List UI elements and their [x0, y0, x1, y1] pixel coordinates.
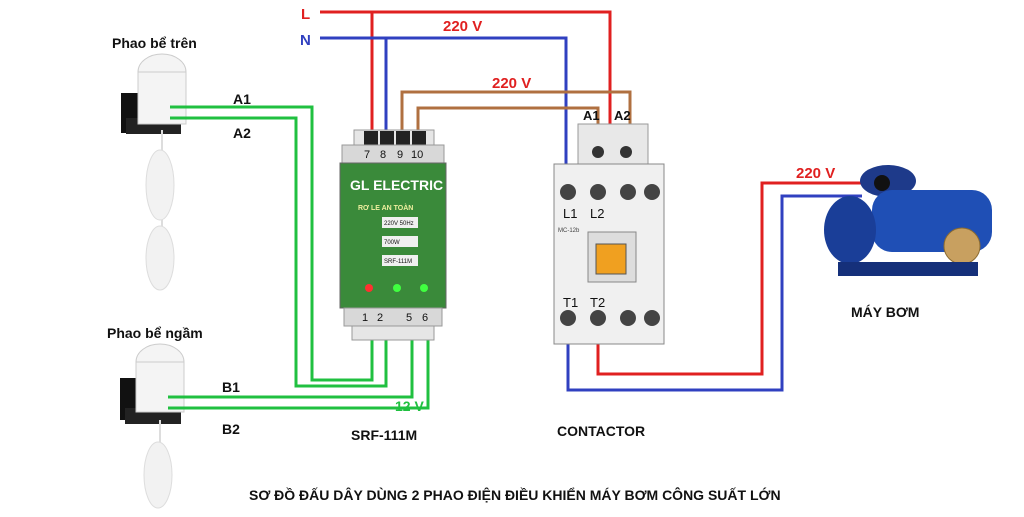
pump-brass-outlet	[943, 227, 981, 265]
relay-term-7: 7	[364, 149, 370, 161]
wire-pump-neutral	[566, 194, 862, 392]
lower-float-weight	[143, 441, 173, 509]
contactor-label: CONTACTOR	[557, 423, 645, 439]
relay-subtitle: RƠ LE AN TOÀN	[358, 203, 413, 212]
terminal-screw	[412, 131, 426, 145]
relay-term-10: 10	[411, 149, 423, 161]
wire-a2	[170, 116, 388, 388]
pump-label: MÁY BƠM	[851, 304, 919, 320]
relay-led-power	[365, 284, 373, 292]
coil-terminal-screw	[592, 146, 604, 158]
relay-model-label: SRF-111M	[351, 427, 417, 443]
contactor-load-screw	[620, 310, 636, 326]
coil-voltage-label: 220 V	[492, 75, 531, 92]
footer-caption: SƠ ĐỒ ĐẤU DÂY DÙNG 2 PHAO ĐIỆN ĐIỀU KHIỂ…	[249, 486, 781, 503]
relay-top-screws	[364, 131, 426, 145]
wire-coil-a1	[416, 106, 600, 152]
contactor-model: MC-12b	[558, 228, 580, 234]
relay-term-6: 6	[422, 312, 428, 324]
contactor-load-screw	[560, 310, 576, 326]
relay-top-label-strip	[341, 144, 445, 164]
relay-spec1: 220V 50Hz	[384, 221, 414, 227]
contactor-plunger	[595, 243, 627, 275]
wire-label-a1: A1	[233, 91, 251, 107]
relay-term-1: 1	[362, 312, 368, 324]
float-voltage-label: 12 V	[395, 398, 424, 414]
relay-term-5: 5	[406, 312, 412, 324]
terminal-screw	[396, 131, 410, 145]
contactor-coil-a1: A1	[583, 108, 600, 123]
relay-spec3-box	[382, 255, 418, 266]
pump-base	[838, 262, 978, 276]
upper-float-title: Phao bể trên	[112, 35, 197, 51]
contactor-line-screw	[644, 184, 660, 200]
lower-float-switch	[120, 343, 185, 509]
relay-bottom-terminal-block	[351, 325, 435, 341]
relay-body	[339, 162, 447, 309]
contactor-t1: T1	[563, 295, 578, 310]
coil-terminal-screw	[620, 146, 632, 158]
wire-b1	[168, 325, 414, 399]
pump-port	[874, 175, 890, 191]
upper-float-weight-2	[145, 225, 175, 291]
relay-term-9: 9	[397, 149, 403, 161]
relay-led-float1	[393, 284, 401, 292]
wire-neutral-main	[320, 36, 568, 192]
terminal-screw	[380, 131, 394, 145]
terminal-screw	[364, 131, 378, 145]
contactor-coil-a2: A2	[614, 108, 631, 123]
relay-brand: GL ELECTRIC	[350, 177, 443, 193]
wire-label-b1: B1	[222, 379, 240, 395]
relay-term-8: 8	[380, 149, 386, 161]
wire-label-a2: A2	[233, 125, 251, 141]
relay-term-2: 2	[377, 312, 383, 324]
contactor-line-screw	[590, 184, 606, 200]
contactor-t2: T2	[590, 295, 605, 310]
neutral-line-label: N	[300, 32, 311, 49]
contactor: A1 A2 L1 L2 MC-12b T1 T2 CONTACTOR	[553, 108, 665, 439]
upper-float-body	[137, 71, 187, 125]
upper-float-switch	[121, 53, 187, 291]
wire-label-b2: B2	[222, 421, 240, 437]
mains-voltage-label: 220 V	[443, 18, 482, 35]
wire-b2	[168, 325, 430, 410]
water-pump: MÁY BƠM	[824, 165, 992, 320]
relay-led-float2	[420, 284, 428, 292]
contactor-load-screw	[590, 310, 606, 326]
lower-float-body	[135, 361, 185, 413]
wire-a1	[170, 105, 374, 382]
relay-spec2-box	[382, 236, 418, 247]
relay-srf-111m: 7 8 9 10 GL ELECTRIC RƠ LE AN TOÀN 220V …	[339, 129, 447, 443]
wire-pump-live	[596, 181, 862, 376]
pump-voltage-label: 220 V	[796, 165, 835, 182]
relay-spec2: 700W	[384, 240, 400, 246]
lower-float-title: Phao bể ngầm	[107, 325, 203, 341]
contactor-line-screw	[560, 184, 576, 200]
pump-housing	[824, 196, 876, 264]
wire-coil-a2	[400, 90, 632, 152]
contactor-load-screw	[644, 310, 660, 326]
live-line-label: L	[301, 6, 310, 23]
relay-spec1-box	[382, 217, 418, 228]
contactor-l1: L1	[563, 206, 577, 221]
contactor-line-screw	[620, 184, 636, 200]
contactor-l2: L2	[590, 206, 604, 221]
relay-spec3: SRF-111M	[384, 259, 412, 265]
upper-float-weight-1	[145, 149, 175, 221]
contactor-coil-terminal-block	[577, 123, 649, 165]
